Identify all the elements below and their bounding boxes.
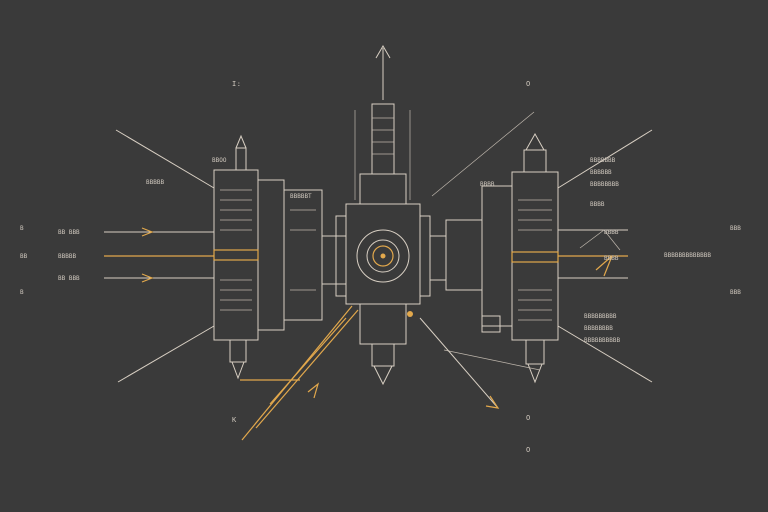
label-top-right-mark: O: [526, 80, 531, 88]
label-right-far-upper: BBB: [730, 225, 741, 232]
diagonal-rays: [115, 111, 653, 409]
label-right-block-1: BBBB: [604, 229, 619, 236]
label-bottom-left-mark: K: [232, 416, 237, 424]
label-left-upper-tag: BBOO: [212, 157, 227, 164]
label-left-row2-b: BBBBB: [58, 253, 76, 260]
label-right-stack-1: BBBBBBB: [590, 157, 616, 164]
label-left-lower-tag: BBBBB: [146, 179, 164, 186]
right-leads: [558, 229, 628, 279]
label-bottom-right-mark: O: [526, 414, 531, 422]
right-assembly: [429, 132, 559, 384]
label-right-stack-4: BBBB: [590, 201, 605, 208]
label-right-lower-3: BBBBBBBBBB: [584, 337, 621, 344]
label-left-row1-a: B: [20, 225, 24, 232]
label-right-stack-2: BBBBBB: [590, 169, 612, 176]
label-left-row2-a: BB: [20, 253, 28, 260]
label-left-row1-b: BB BBB: [58, 229, 80, 236]
left-leads: [104, 227, 214, 283]
label-right-upper-tag: BBBB: [480, 181, 495, 188]
label-left-row3-b: BB BBB: [58, 275, 80, 282]
label-right-lower-1: BBBBBBBBB: [584, 313, 617, 320]
label-right-lower-2: BBBBBBBB: [584, 325, 613, 332]
label-right-far-lower: BBB: [730, 289, 741, 296]
label-center-tag: BBBBBT: [290, 193, 312, 200]
label-right-block-2: BBBB: [604, 255, 619, 262]
top-arrow: [375, 45, 391, 100]
diagram-labels: I: O BBOO BBBBBT BBBBB B BB BBB BB BBBBB…: [20, 80, 741, 454]
label-right-stack-3: BBBBBBBB: [590, 181, 619, 188]
accent-flow: [240, 305, 359, 441]
label-left-row3-a: B: [20, 289, 24, 296]
central-tower: [335, 103, 431, 386]
label-right-long-tag: BBBBBBBBBBBBB: [664, 252, 711, 259]
label-bottom-right-mark-2: O: [526, 446, 531, 454]
left-assembly: [213, 134, 347, 380]
label-top-left-mark: I:: [232, 80, 241, 88]
